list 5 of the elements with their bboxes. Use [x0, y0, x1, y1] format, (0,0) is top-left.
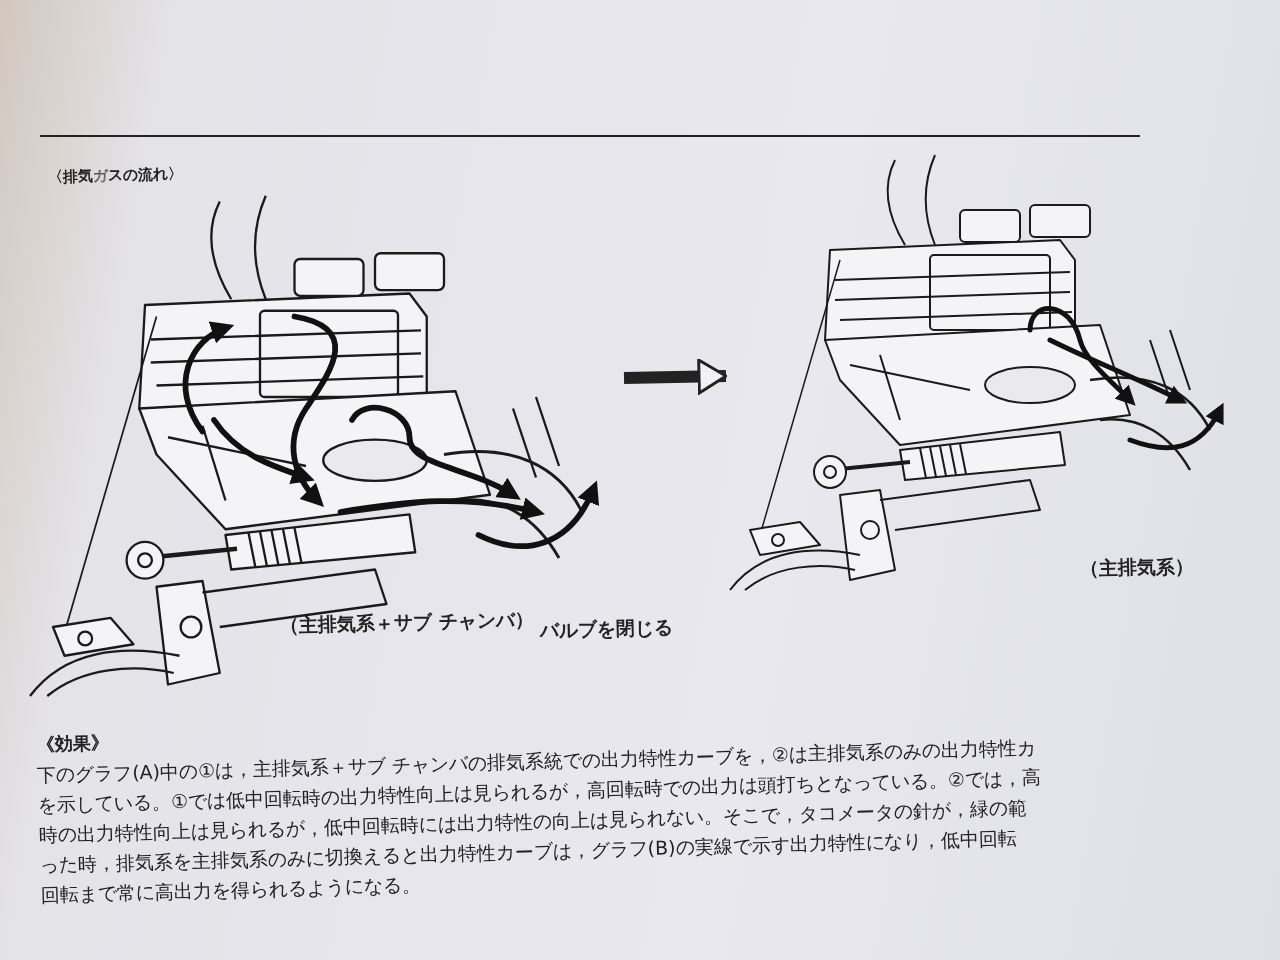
node-label: （主排気系＋サブ チャンバ）	[279, 606, 534, 639]
section-heading: 〈排気ガスの流れ〉	[47, 164, 184, 187]
node-label: （主排気系）	[1079, 553, 1195, 582]
arrow	[623, 358, 728, 395]
caption: バルブを閉じる	[539, 614, 674, 643]
